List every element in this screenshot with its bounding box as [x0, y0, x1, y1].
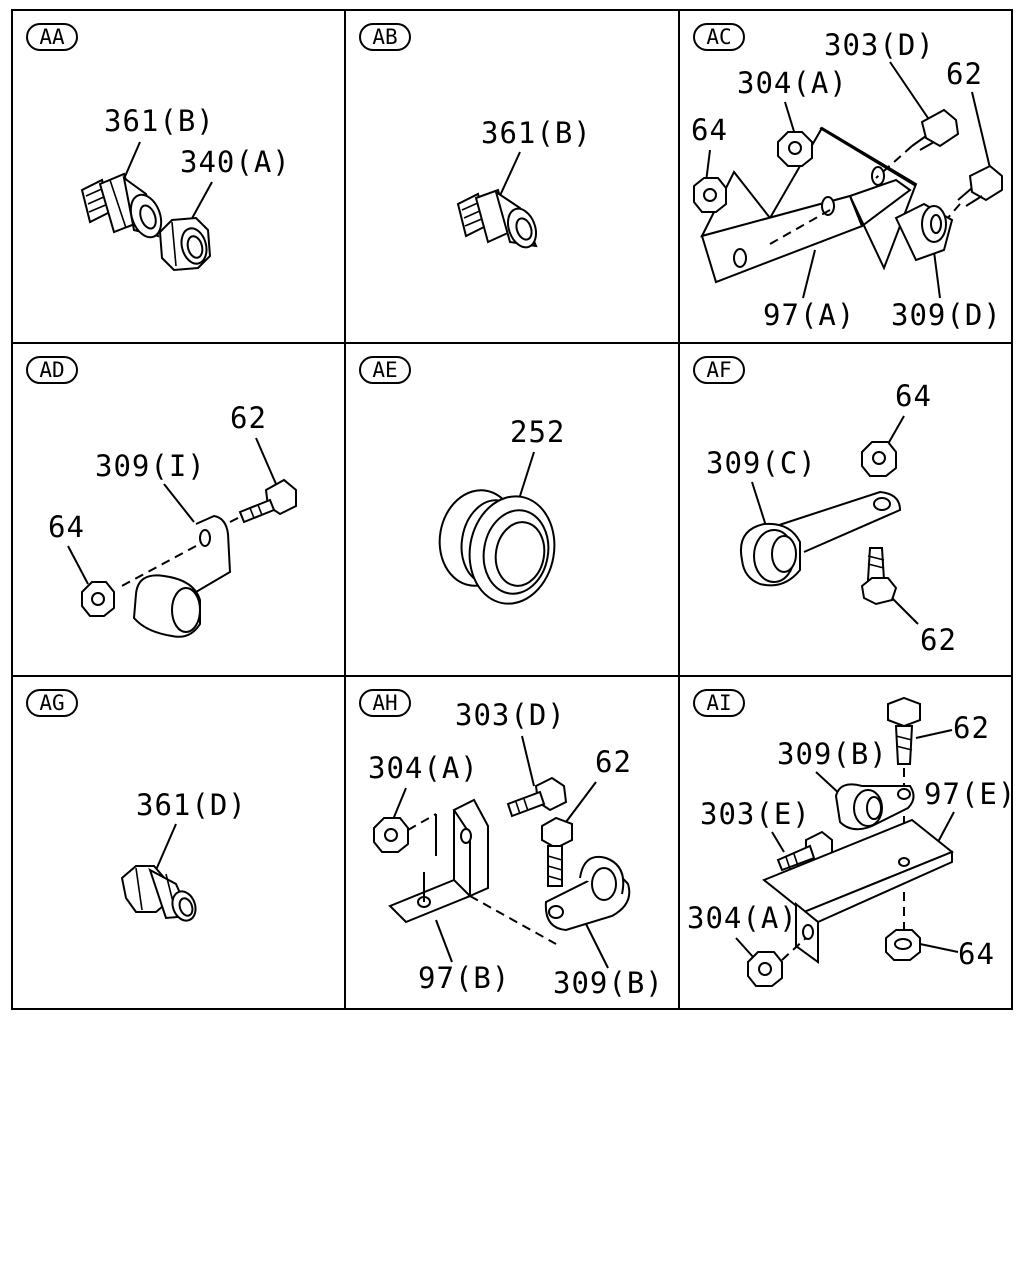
label-62: 62	[230, 401, 267, 435]
svg-text:AB: AB	[372, 25, 397, 49]
label-340a: 340(A)	[180, 145, 291, 179]
label-303e: 303(E)	[700, 797, 811, 831]
label-62: 62	[946, 57, 983, 91]
svg-text:AD: AD	[39, 358, 64, 382]
label-309b: 309(B)	[553, 966, 664, 1000]
panel-tag-ad: AD	[26, 356, 78, 384]
connector-fitting-icon	[120, 865, 197, 922]
panel-tag-aa: AA	[26, 23, 78, 51]
bolt-icon	[860, 547, 898, 606]
label-252: 252	[510, 415, 565, 449]
label-62: 62	[595, 745, 632, 779]
panel-ae: AE 252	[359, 356, 565, 605]
bracket-icon	[762, 818, 954, 964]
label-309i: 309(I)	[95, 449, 206, 483]
flange-nut-icon	[777, 131, 813, 167]
bolt-icon	[875, 108, 960, 179]
bolt-icon	[506, 776, 568, 818]
panel-tag-ae: AE	[359, 356, 411, 384]
panel-aa: AA 361(B) 340(A)	[26, 23, 291, 272]
label-64: 64	[895, 379, 932, 413]
svg-text:AF: AF	[706, 358, 731, 382]
flange-nut-icon	[747, 951, 783, 987]
label-304a: 304(A)	[737, 66, 848, 100]
panel-af: AF 64 309(C) 62	[693, 356, 957, 657]
panel-tag-ai: AI	[693, 689, 745, 717]
pipe-clamp-icon	[834, 783, 915, 831]
panel-ah: AH 303(D) 304(A) 62 97(B) 309(B)	[359, 689, 664, 1000]
bolt-icon	[209, 478, 297, 533]
label-309c: 309(C)	[706, 446, 817, 480]
label-64: 64	[48, 510, 85, 544]
label-304a: 304(A)	[368, 751, 479, 785]
label-309d: 309(D)	[891, 298, 1002, 332]
panel-tag-ac: AC	[693, 23, 745, 51]
flange-nut-icon	[885, 929, 921, 961]
label-303d: 303(D)	[824, 28, 935, 62]
label-97e: 97(E)	[924, 777, 1016, 811]
flange-nut-icon	[693, 177, 727, 213]
svg-text:AE: AE	[372, 358, 397, 382]
nut-icon	[158, 216, 212, 272]
bolt-icon	[887, 696, 921, 786]
label-309b: 309(B)	[777, 737, 888, 771]
flange-nut-icon	[861, 441, 897, 477]
panel-tag-ah: AH	[359, 689, 411, 717]
label-62: 62	[953, 711, 990, 745]
label-97b: 97(B)	[418, 961, 510, 995]
svg-text:AG: AG	[39, 691, 64, 715]
pipe-clamp-icon	[117, 514, 232, 638]
svg-text:AH: AH	[372, 691, 397, 715]
panel-ad: AD 62 309(I) 64	[26, 356, 297, 638]
panel-ac: AC 303(D) 304(A) 62 64 97(A) 309(D)	[691, 23, 1003, 332]
label-361b: 361(B)	[104, 104, 215, 138]
pipe-clamp-icon	[544, 856, 631, 932]
svg-text:AI: AI	[706, 691, 731, 715]
bolt-icon	[945, 164, 1003, 221]
pipe-clamp-icon	[740, 490, 902, 587]
svg-text:AA: AA	[39, 25, 65, 49]
panel-ai: AI 62 309(B) 97(E) 303(E) 304(A) 64	[687, 689, 1016, 987]
label-62: 62	[920, 623, 957, 657]
label-304a: 304(A)	[687, 901, 798, 935]
bracket-icon	[388, 798, 557, 945]
panel-tag-ab: AB	[359, 23, 411, 51]
label-97a: 97(A)	[763, 298, 855, 332]
grid-lines	[11, 9, 1013, 1010]
pipe-clamp-icon	[894, 202, 954, 262]
bolt-icon	[541, 816, 573, 887]
label-64: 64	[958, 937, 995, 971]
bracket-icon	[700, 126, 918, 284]
label-361d: 361(D)	[136, 788, 247, 822]
connector-fitting-icon	[80, 172, 163, 239]
panel-tag-ag: AG	[26, 689, 78, 717]
connector-fitting-icon	[456, 188, 538, 249]
flange-nut-icon	[373, 817, 409, 853]
label-64: 64	[691, 113, 728, 147]
panel-tag-af: AF	[693, 356, 745, 384]
label-361b: 361(B)	[481, 116, 592, 150]
svg-text:AC: AC	[706, 25, 731, 49]
grommet-icon	[438, 489, 556, 605]
label-303d: 303(D)	[455, 698, 566, 732]
panel-ag: AG 361(D)	[26, 689, 247, 922]
panel-ab: AB 361(B)	[359, 23, 592, 249]
flange-nut-icon	[81, 581, 115, 617]
